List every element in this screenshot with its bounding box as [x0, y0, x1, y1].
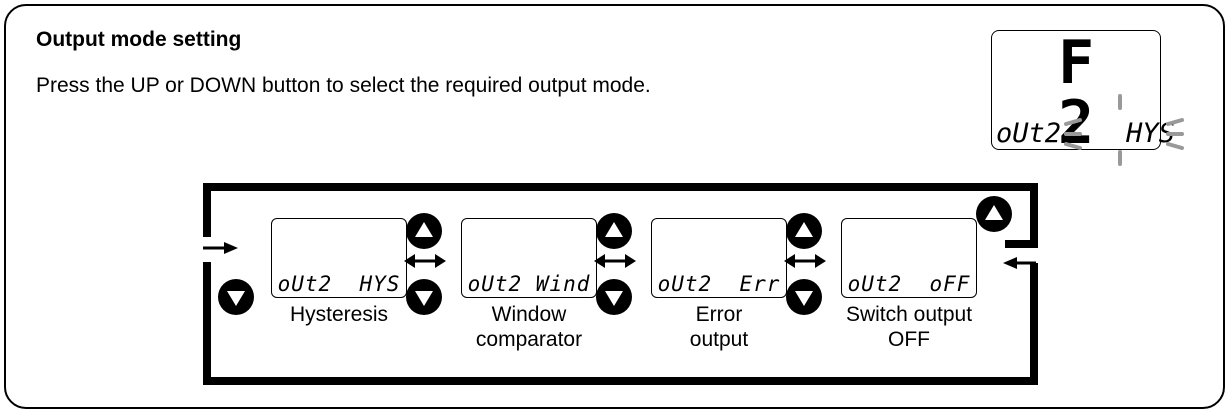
up-button-icon[interactable] [786, 213, 822, 249]
mode-display-text: oUt2 Err [657, 272, 781, 296]
mode-display-window: oUt2 Wind [461, 218, 597, 298]
double-arrow-icon [594, 254, 636, 268]
mode-display-hysteresis: oUt2 HYS [271, 218, 407, 298]
down-button-icon[interactable] [596, 279, 632, 315]
mode-display-text: oUt2 Wind [467, 272, 591, 296]
mode-display-off: oUt2 oFF [841, 218, 977, 298]
double-arrow-icon [404, 254, 446, 268]
mode-label-window: Window comparator [475, 303, 583, 351]
section-title: Output mode setting [36, 28, 242, 51]
mode-label-error: Error output [689, 303, 749, 351]
loop-top-path [203, 183, 1038, 248]
mode-display-error: oUt2 Err [651, 218, 787, 298]
up-button-icon[interactable] [406, 213, 442, 249]
mode-label-off: Switch output OFF [845, 303, 973, 351]
mode-label-hysteresis: Hysteresis [289, 303, 389, 326]
entry-arrow-icon [224, 242, 238, 254]
down-button-icon[interactable] [218, 279, 254, 315]
down-button-icon[interactable] [406, 279, 442, 315]
return-arrow-icon [1003, 257, 1017, 269]
double-arrow-icon [784, 254, 826, 268]
instruction-text: Press the UP or DOWN button to select th… [36, 74, 651, 97]
down-button-icon[interactable] [786, 279, 822, 315]
up-button-icon[interactable] [976, 196, 1012, 232]
up-button-icon[interactable] [596, 213, 632, 249]
panel-frame [4, 4, 1225, 409]
mode-display-text: oUt2 oFF [847, 272, 971, 296]
display-function-code: F 2 [1057, 28, 1123, 158]
display-output-label: oUt2 [996, 118, 1062, 149]
loop-bottom-path [203, 262, 1038, 385]
mode-display-text: oUt2 HYS [277, 272, 401, 296]
